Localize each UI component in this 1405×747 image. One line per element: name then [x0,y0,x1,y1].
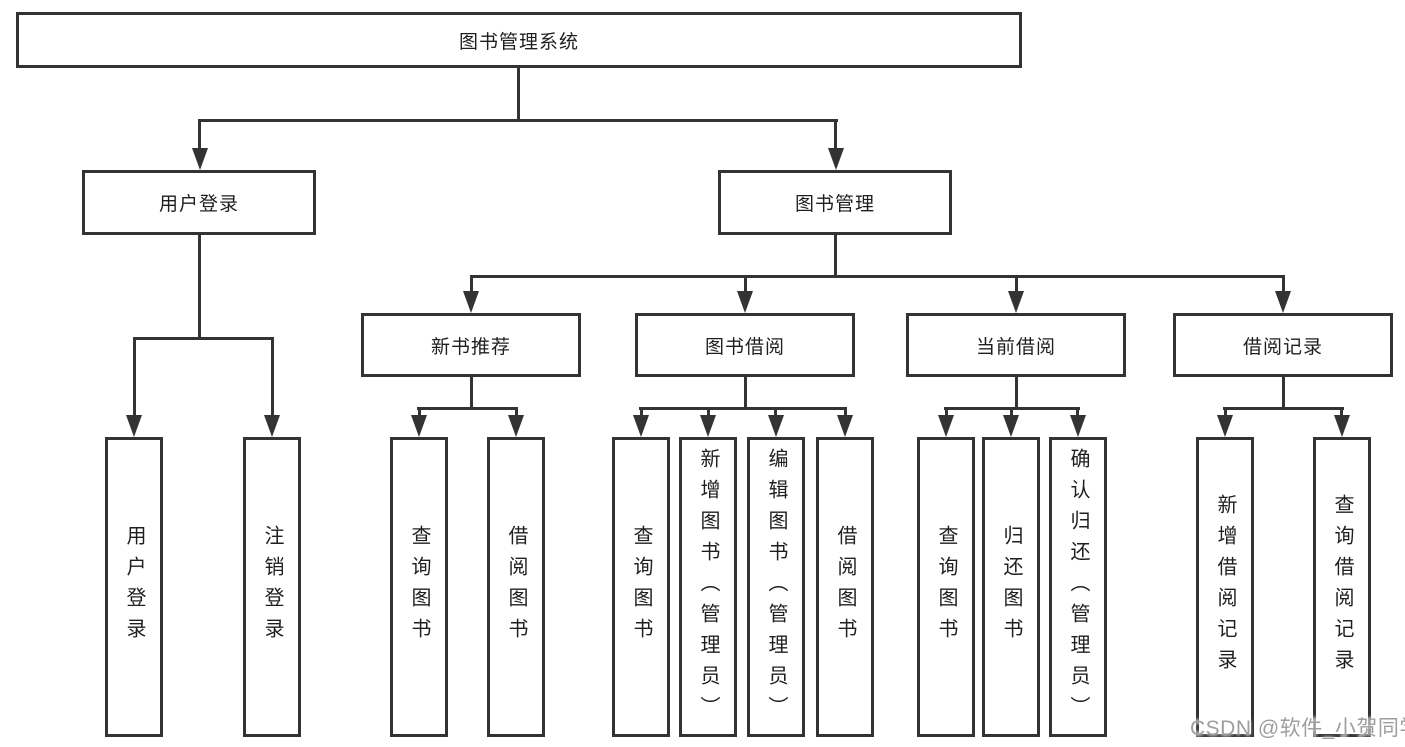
connector-line [517,66,520,122]
arrow-down-icon [828,148,844,170]
arrow-down-icon [837,415,853,437]
node-label: 注销登录 [261,525,283,649]
arrow-down-icon [700,415,716,437]
leaf-borrowing-borrow-books: 借阅图书 [816,437,874,737]
node-label: 图书借阅 [704,336,785,358]
node-label: 当前借阅 [975,336,1056,358]
arrow-down-icon [508,415,524,437]
connector-line [744,377,747,410]
node-label: 查询图书 [630,525,652,649]
node-label: 图书管理 [794,194,875,215]
connector-line [1224,407,1227,419]
arrow-down-icon [1217,415,1233,437]
connector-line [470,275,473,295]
node-book-borrowing: 图书借阅 [635,313,855,377]
arrow-down-icon [411,415,427,437]
node-new-book-recommendation: 新书推荐 [361,313,581,377]
node-label: 图书管理系统 [458,31,579,53]
connector-line [639,407,847,410]
node-label: 查询图书 [935,525,957,649]
connector-line [1340,407,1343,419]
arrow-down-icon [737,291,753,313]
node-label: 新增借阅记录 [1214,494,1236,680]
connector-line [774,407,777,419]
node-current-borrowing: 当前借阅 [906,313,1126,377]
connector-line [470,377,473,410]
watermark: CSDN @软件_小贺同学 [1190,717,1405,740]
connector-line [945,407,948,419]
connector-line [418,407,421,419]
leaf-records-add-borrow-record: 新增借阅记录 [1196,437,1254,737]
connector-line [198,235,201,340]
connector-line [1282,377,1285,410]
connector-line [1015,275,1018,295]
connector-line [834,235,837,278]
arrow-down-icon [1008,291,1024,313]
node-label: 借阅图书 [505,525,527,649]
arrow-down-icon [126,415,142,437]
node-label: 查询图书 [408,525,430,649]
connector-line [744,275,747,295]
arrow-down-icon [768,415,784,437]
node-book-management: 图书管理 [718,170,952,235]
node-label: 新增图书（管理员） [697,447,719,727]
connector-line [1076,407,1079,419]
leaf-current-query-books: 查询图书 [917,437,975,737]
node-label: 查询借阅记录 [1331,494,1353,680]
connector-line [1015,377,1018,410]
connector-line [198,119,838,122]
arrow-down-icon [1070,415,1086,437]
node-user-login: 用户登录 [82,170,316,235]
connector-line [470,275,1285,278]
node-label: 确认归还（管理员） [1067,447,1089,727]
node-label: 借阅图书 [834,525,856,649]
connector-line [198,119,201,151]
node-label: 用户登录 [158,194,239,215]
node-label: 用户登录 [123,525,145,649]
node-borrowing-records: 借阅记录 [1173,313,1393,377]
leaf-borrowing-add-books-admin: 新增图书（管理员） [679,437,737,737]
leaf-borrowing-edit-books-admin: 编辑图书（管理员） [747,437,805,737]
connector-line [271,337,274,417]
node-label: 借阅记录 [1242,336,1323,358]
leaf-logout: 注销登录 [243,437,301,737]
node-library-management-system: 图书管理系统 [16,12,1022,68]
connector-line [640,407,643,419]
arrow-down-icon [1334,415,1350,437]
node-label: 新书推荐 [430,336,511,358]
connector-line [1010,407,1013,419]
arrow-down-icon [463,291,479,313]
connector-line [1223,407,1344,410]
leaf-user-login: 用户登录 [105,437,163,737]
arrow-down-icon [633,415,649,437]
node-label: 编辑图书（管理员） [765,447,787,727]
connector-line [834,119,837,151]
connector-line [133,337,136,417]
connector-line [515,407,518,419]
arrow-down-icon [264,415,280,437]
arrow-down-icon [1275,291,1291,313]
connector-line [844,407,847,419]
leaf-current-return-books: 归还图书 [982,437,1040,737]
node-label: 归还图书 [1000,525,1022,649]
arrow-down-icon [1003,415,1019,437]
arrow-down-icon [192,148,208,170]
arrow-down-icon [938,415,954,437]
leaf-borrowing-query-books: 查询图书 [612,437,670,737]
leaf-recommend-borrow-books: 借阅图书 [487,437,545,737]
connector-line [417,407,518,410]
connector-line [707,407,710,419]
connector-line [1282,275,1285,295]
leaf-records-query-borrow-record: 查询借阅记录 [1313,437,1371,737]
leaf-recommend-query-books: 查询图书 [390,437,448,737]
connector-line [133,337,274,340]
leaf-current-confirm-return-admin: 确认归还（管理员） [1049,437,1107,737]
